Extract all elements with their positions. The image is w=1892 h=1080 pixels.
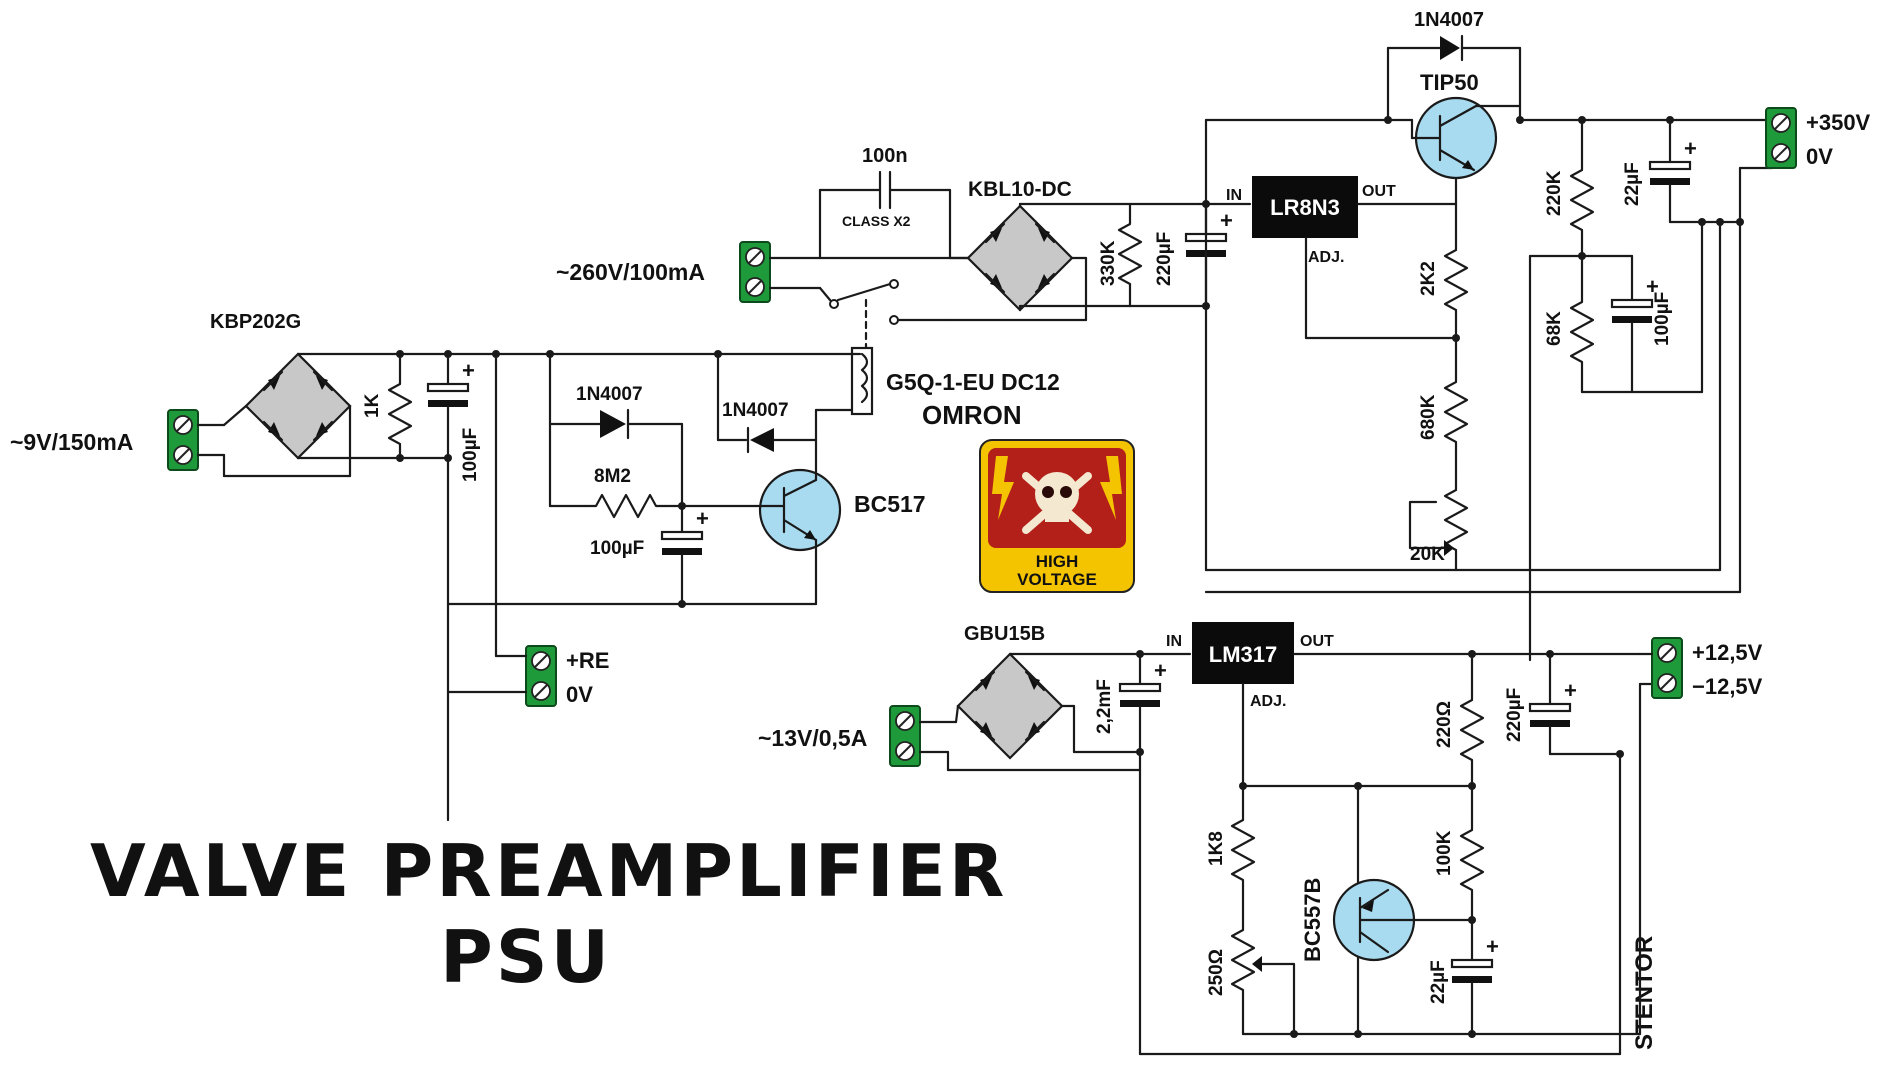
- label-input-9v: ~9V/150mA: [10, 429, 133, 455]
- transistor-bc517: [758, 468, 842, 552]
- label-input-260v: ~260V/100mA: [556, 259, 705, 285]
- terminal-9v: [167, 409, 199, 471]
- label-ic-lr8n3: LR8N3: [1270, 195, 1340, 220]
- label-c-22uf-lv: 22µF: [1428, 960, 1449, 1004]
- bridge-gbu15b: [956, 652, 1064, 760]
- terminal-12v: [1651, 637, 1683, 699]
- label-r-220ohm: 220Ω: [1434, 701, 1455, 748]
- label-output-12v-pos: +12,5V: [1692, 640, 1763, 665]
- label-c-100uf-timer: 100µF: [590, 538, 644, 559]
- label-c-100uf-relay: 100µF: [460, 428, 481, 482]
- label-pin-adj-2: ADJ.: [1250, 693, 1286, 710]
- signature: STENTOR: [1631, 936, 1658, 1050]
- label-r-220k: 220K: [1544, 170, 1565, 216]
- label-output-re: +RE: [566, 648, 609, 673]
- label-c-100n: 100n: [862, 145, 908, 167]
- label-c-class-x2: CLASS X2: [842, 213, 911, 229]
- label-output-350v: +350V: [1806, 110, 1871, 135]
- label-r-8m2: 8M2: [594, 466, 631, 487]
- label-relay-brand: OMRON: [922, 400, 1022, 430]
- terminal-350v: [1765, 107, 1797, 169]
- label-r-1k8: 1K8: [1206, 831, 1227, 866]
- label-bridge-gbu15b: GBU15B: [964, 623, 1045, 645]
- label-pin-out-2: OUT: [1300, 633, 1334, 650]
- label-r-1k: 1K: [362, 393, 383, 418]
- label-pot-250: 250Ω: [1206, 949, 1227, 996]
- label-q-bc517: BC517: [854, 491, 926, 517]
- label-pot-20k: 20K: [1410, 544, 1445, 565]
- label-bridge-kbp202g: KBP202G: [210, 311, 301, 333]
- label-ic-lm317: LM317: [1209, 642, 1277, 667]
- bridge-kbl10: [966, 204, 1074, 312]
- label-q-bc557b: BC557B: [1300, 878, 1325, 962]
- label-r-2k2: 2K2: [1418, 261, 1439, 296]
- label-d-top: 1N4007: [1414, 9, 1484, 31]
- ic-lr8n3: [1252, 176, 1358, 238]
- high-voltage-warning-sign: HIGH VOLTAGE: [979, 439, 1135, 593]
- terminal-260v: [739, 241, 771, 303]
- label-c-220uf-lv: 220µF: [1504, 688, 1525, 742]
- label-relay-part: G5Q-1-EU DC12: [886, 369, 1060, 395]
- label-pin-out-1: OUT: [1362, 183, 1396, 200]
- label-r-330k: 330K: [1098, 240, 1119, 286]
- title-line-1: VALVE PREAMPLIFIER: [90, 829, 1007, 913]
- label-c-22uf-out: 22µF: [1622, 162, 1643, 206]
- label-bridge-kbl10: KBL10-DC: [968, 178, 1072, 201]
- label-c-2m2: 2,2mF: [1094, 679, 1115, 734]
- terminal-re: [525, 645, 557, 707]
- label-r-68k: 68K: [1544, 311, 1565, 346]
- ic-lm317: [1192, 622, 1294, 684]
- label-r-100k: 100K: [1434, 830, 1455, 876]
- warning-text-line-2: VOLTAGE: [1017, 570, 1097, 589]
- skull-crossbones-icon: [1022, 472, 1092, 534]
- label-d-relay2: 1N4007: [722, 400, 789, 421]
- terminal-13v: [889, 705, 921, 767]
- label-pin-in-2: IN: [1166, 633, 1182, 650]
- label-input-13v: ~13V/0,5A: [758, 725, 867, 751]
- label-pin-adj-1: ADJ.: [1308, 249, 1344, 266]
- warning-text-line-1: HIGH: [1036, 552, 1079, 571]
- label-output-0v-re: 0V: [566, 682, 593, 707]
- label-output-0v-hv: 0V: [1806, 144, 1833, 169]
- label-c-100uf-hv: 100µF: [1652, 292, 1673, 346]
- bridge-kbp202g: [244, 352, 352, 460]
- label-pin-in-1: IN: [1226, 187, 1242, 204]
- label-d-relay1: 1N4007: [576, 384, 643, 405]
- label-r-680k: 680K: [1418, 394, 1439, 440]
- title-line-2: PSU: [440, 915, 612, 999]
- label-q-tip50: TIP50: [1420, 70, 1479, 95]
- label-output-12v-neg: −12,5V: [1692, 674, 1763, 699]
- relay-coil: [850, 346, 874, 416]
- label-c-220uf-hv: 220µF: [1154, 232, 1175, 286]
